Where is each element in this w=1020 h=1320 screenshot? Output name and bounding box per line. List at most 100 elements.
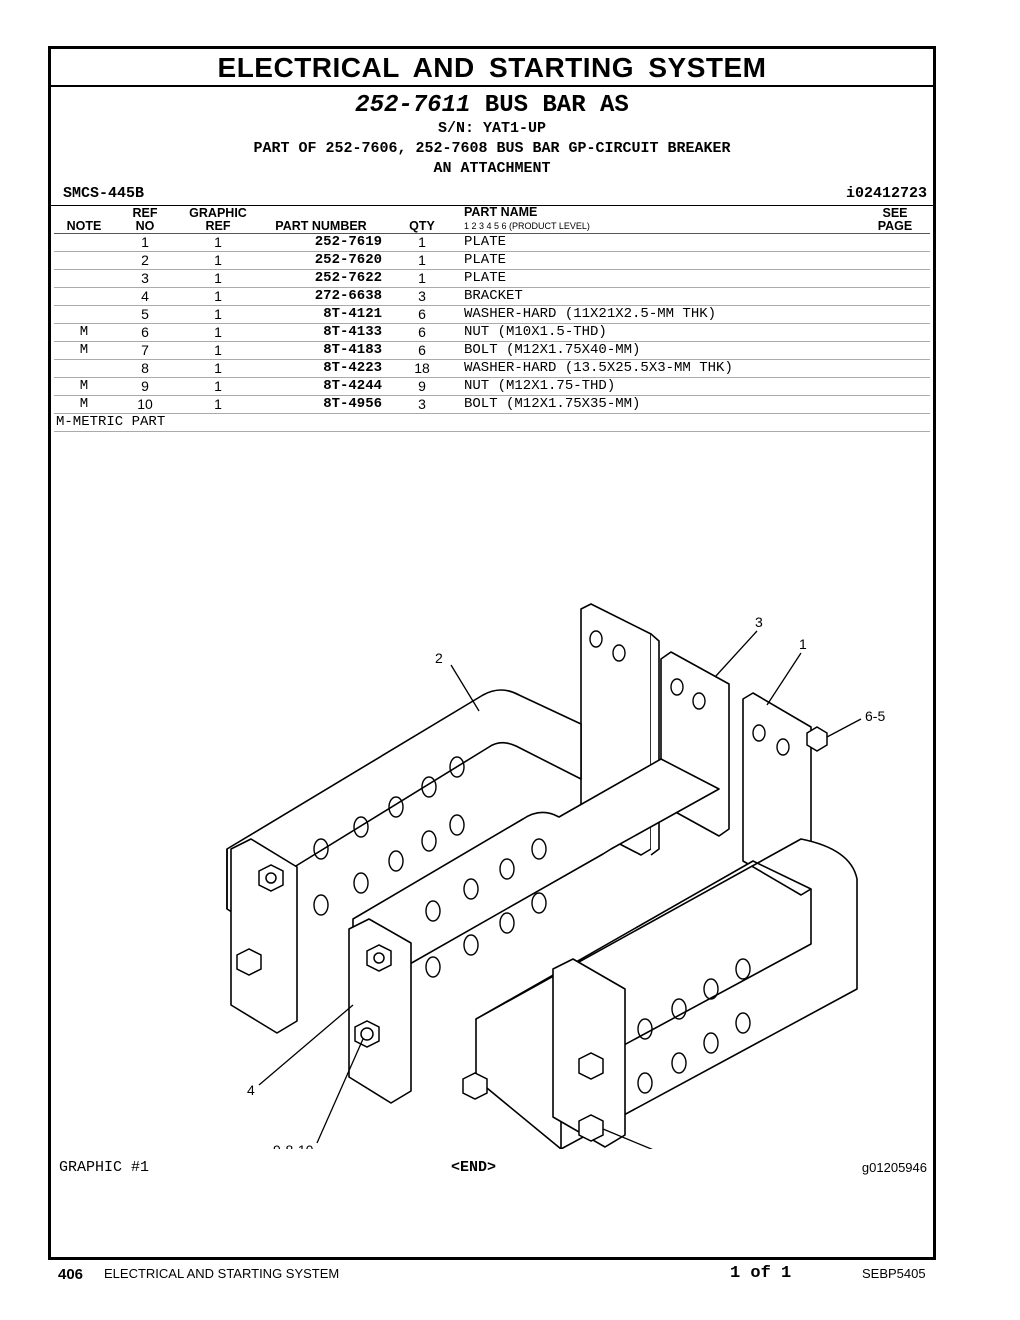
row-qty: 6 — [386, 341, 458, 360]
row-graphic-ref: 1 — [176, 287, 260, 306]
row-part-number: 8T-4121 — [260, 305, 386, 324]
row-note — [54, 305, 114, 324]
row-ref-no: 4 — [114, 287, 176, 306]
row-part-number: 252-7620 — [260, 251, 386, 270]
row-graphic-ref: 1 — [176, 251, 260, 270]
assembly-title: 252-7611 BUS BAR AS — [51, 93, 933, 119]
metric-note-row: M-METRIC PART — [54, 413, 930, 432]
row-qty: 1 — [386, 251, 458, 270]
bracket-left — [230, 838, 298, 1034]
row-part-name: BOLT (M12X1.75X35-MM) — [458, 395, 860, 414]
row-note — [54, 269, 114, 288]
bus-bar-illustration: 2 3 1 6-5 4 9-8-10 7-8-9 — [226, 603, 885, 1149]
smcs-code: SMCS-445B — [63, 185, 145, 202]
row-graphic-ref: 1 — [176, 395, 260, 414]
page-number: 406 — [58, 1266, 84, 1283]
bolt-heads — [236, 726, 828, 1142]
row-qty: 3 — [386, 395, 458, 414]
callout-2: 2 — [435, 650, 443, 666]
row-see-page — [860, 269, 930, 288]
row-part-name: WASHER-HARD (11X21X2.5-MM THK) — [458, 305, 860, 324]
end-marker: <END> — [451, 1159, 497, 1176]
callout-1: 1 — [799, 636, 807, 652]
row-ref-no: 3 — [114, 269, 176, 288]
document-code: SEBP5405 — [862, 1266, 926, 1281]
callout-4: 4 — [247, 1082, 255, 1098]
row-qty: 1 — [386, 269, 458, 288]
row-part-name: NUT (M10X1.5-THD) — [458, 323, 860, 342]
callout-9-8-10: 9-8-10 — [273, 1142, 314, 1149]
row-part-number: 252-7619 — [260, 233, 386, 252]
document-id: i02412723 — [845, 185, 927, 202]
row-see-page — [860, 305, 930, 324]
col-note: NOTE — [54, 206, 114, 234]
row-ref-no: 9 — [114, 377, 176, 396]
page-of: 1 of 1 — [730, 1264, 792, 1283]
row-note: M — [54, 377, 114, 396]
row-note: M — [54, 341, 114, 360]
smcs-row: SMCS-445B i02412723 — [51, 183, 933, 206]
row-ref-no: 1 — [114, 233, 176, 252]
footer-section: ELECTRICAL AND STARTING SYSTEM — [104, 1266, 340, 1281]
bracket-middle — [348, 918, 412, 1104]
assembly-description: BUS BAR AS — [484, 92, 629, 119]
row-part-name: PLATE — [458, 269, 860, 288]
col-part-number: PART NUMBER — [260, 206, 386, 234]
row-part-name: BRACKET — [458, 287, 860, 306]
page-frame: ELECTRICAL AND STARTING SYSTEM 252-7611 … — [48, 46, 936, 1260]
row-graphic-ref: 1 — [176, 323, 260, 342]
row-qty: 9 — [386, 377, 458, 396]
row-qty: 18 — [386, 359, 458, 378]
row-ref-no: 10 — [114, 395, 176, 414]
row-qty: 6 — [386, 323, 458, 342]
row-part-name: NUT (M12X1.75-THD) — [458, 377, 860, 396]
row-graphic-ref: 1 — [176, 305, 260, 324]
callout-3: 3 — [755, 614, 763, 630]
row-note — [54, 359, 114, 378]
row-note — [54, 233, 114, 252]
row-see-page — [860, 251, 930, 270]
plate-3-body — [352, 758, 720, 1030]
row-ref-no: 5 — [114, 305, 176, 324]
row-part-number: 8T-4183 — [260, 341, 386, 360]
row-graphic-ref: 1 — [176, 377, 260, 396]
row-see-page — [860, 341, 930, 360]
row-part-number: 272-6638 — [260, 287, 386, 306]
graphic-label: GRAPHIC #1 — [59, 1159, 150, 1176]
row-part-name: PLATE — [458, 233, 860, 252]
plate-holes — [313, 630, 790, 1094]
row-graphic-ref: 1 — [176, 269, 260, 288]
section-title: ELECTRICAL AND STARTING SYSTEM — [51, 49, 933, 87]
row-ref-no: 8 — [114, 359, 176, 378]
row-part-number: 8T-4223 — [260, 359, 386, 378]
product-level-header: 1 2 3 4 5 6 (PRODUCT LEVEL) — [464, 221, 590, 231]
row-see-page — [860, 287, 930, 306]
row-part-number: 8T-4244 — [260, 377, 386, 396]
row-see-page — [860, 395, 930, 414]
serial-range: S/N: YAT1-UP — [437, 120, 547, 137]
row-note: M — [54, 323, 114, 342]
row-qty: 3 — [386, 287, 458, 306]
row-qty: 1 — [386, 233, 458, 252]
row-part-number: 8T-4133 — [260, 323, 386, 342]
row-graphic-ref: 1 — [176, 233, 260, 252]
leader-lines — [258, 630, 862, 1149]
row-note — [54, 287, 114, 306]
row-graphic-ref: 1 — [176, 359, 260, 378]
metric-note: M-METRIC PART — [54, 413, 930, 432]
row-see-page — [860, 233, 930, 252]
row-see-page — [860, 323, 930, 342]
bracket-right — [552, 958, 626, 1148]
row-note: M — [54, 395, 114, 414]
row-qty: 6 — [386, 305, 458, 324]
part-of-line: PART OF 252-7606, 252-7608 BUS BAR GP-CI… — [253, 140, 731, 157]
row-ref-no: 7 — [114, 341, 176, 360]
row-note — [54, 251, 114, 270]
row-part-name: BOLT (M12X1.75X40-MM) — [458, 341, 860, 360]
